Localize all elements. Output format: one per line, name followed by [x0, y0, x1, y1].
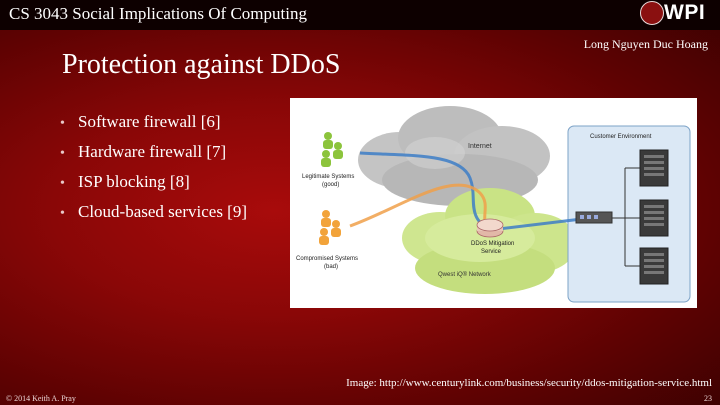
bullet-text: Hardware firewall [7] [78, 142, 227, 161]
compromised-users-icon [319, 210, 341, 245]
copyright-text: © 2014 Keith A. Pray [6, 394, 76, 403]
image-credit: Image: http://www.centurylink.com/busine… [346, 377, 712, 389]
bullet-list: • Software firewall [6] • Hardware firewal… [60, 110, 247, 230]
bullet-icon: • [60, 176, 65, 191]
bullet-text: Cloud-based services [9] [78, 202, 248, 221]
bullet-item: • Cloud-based services [9] [60, 200, 247, 230]
legitimate-users-icon [321, 132, 343, 167]
network-cloud-icon [402, 188, 577, 294]
wpi-logo: WPI [640, 1, 718, 27]
diagram-svg: Internet Qwest iQ® Network Customer Envi… [296, 106, 691, 303]
page-number: 23 [704, 394, 712, 403]
bullet-icon: • [60, 206, 65, 221]
server-icon [639, 199, 669, 237]
bullet-item: • Hardware firewall [7] [60, 140, 247, 170]
bullet-text: Software firewall [6] [78, 112, 221, 131]
network-label: Qwest iQ® Network [438, 271, 492, 278]
server-connector-lines [612, 167, 640, 267]
internet-label: Internet [468, 143, 492, 150]
bullet-icon: • [60, 146, 65, 161]
slide-title: Protection against DDoS [62, 49, 341, 80]
internet-cloud-icon [358, 106, 550, 206]
bad-traffic-path [349, 183, 492, 234]
good-traffic-path [359, 151, 591, 232]
course-title: CS 3043 Social Implications Of Computing [9, 4, 307, 23]
legitimate-label-line1: Legitimate Systems [302, 174, 354, 180]
mitigation-label-line1: DDoS Mitigation [471, 241, 514, 247]
bullet-icon: • [60, 116, 65, 131]
server-icon [639, 149, 669, 187]
ddos-mitigation-diagram: Internet Qwest iQ® Network Customer Envi… [290, 98, 697, 308]
server-icon [639, 247, 669, 285]
compromised-label-line2: (bad) [324, 264, 338, 270]
legitimate-label-line2: (good) [322, 182, 339, 188]
wpi-logo-text: WPI [664, 1, 706, 24]
bullet-item: • ISP blocking [8] [60, 170, 247, 200]
author-name: Long Nguyen Duc Hoang [583, 37, 708, 51]
mitigation-router-icon [476, 218, 504, 238]
wpi-seal-icon [640, 1, 664, 25]
customer-environment-label: Customer Environment [590, 134, 652, 140]
bullet-item: • Software firewall [6] [60, 110, 247, 140]
firewall-appliance-icon [575, 211, 613, 224]
header-bar: CS 3043 Social Implications Of Computing… [0, 0, 720, 30]
bullet-text: ISP blocking [8] [78, 172, 190, 191]
compromised-label-line1: Compromised Systems [296, 256, 358, 262]
mitigation-label-line2: Service [481, 249, 502, 255]
